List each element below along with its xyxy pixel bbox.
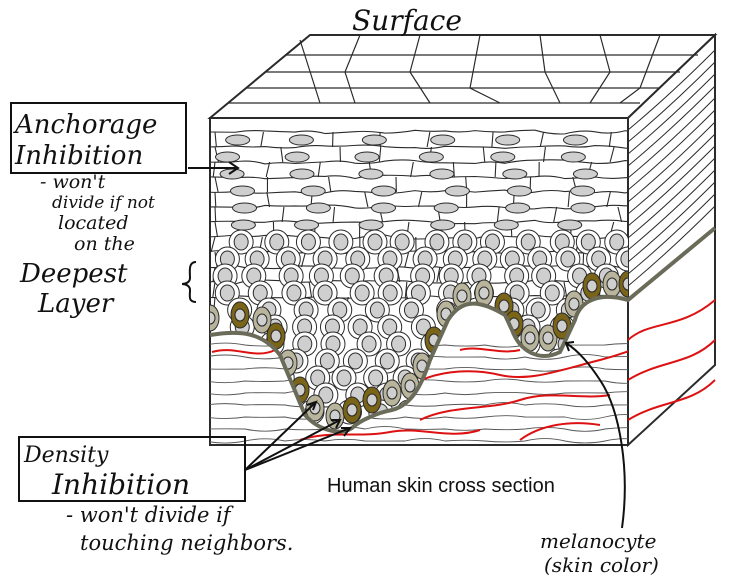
nucleus: [531, 302, 545, 318]
nucleus: [234, 234, 248, 250]
nucleus: [348, 353, 362, 369]
nucleus: [230, 186, 254, 196]
nucleus: [610, 234, 624, 250]
anchorage-desc-2: divide if not: [52, 193, 155, 213]
nucleus: [571, 186, 595, 196]
density-title-2: Inhibition: [51, 468, 190, 501]
nucleus: [233, 203, 257, 213]
nucleus: [563, 135, 587, 145]
deepest-brace: [182, 262, 196, 302]
nucleus: [370, 302, 384, 318]
basal-nucleus: [387, 387, 397, 399]
basal-nucleus: [271, 330, 281, 342]
nucleus: [226, 135, 250, 145]
nucleus: [494, 220, 518, 230]
nucleus: [355, 285, 369, 301]
nucleus: [430, 234, 444, 250]
density-desc-1: - won't divide if: [66, 503, 234, 527]
melanocyte-label-2: (skin color): [544, 553, 659, 577]
nucleus: [496, 135, 520, 145]
basal-nucleus: [205, 312, 215, 324]
basal-nucleus: [543, 332, 553, 344]
nucleus: [287, 285, 301, 301]
nucleus: [301, 186, 325, 196]
basal-nucleus: [587, 280, 597, 292]
deepest-label-2: Layer: [37, 289, 115, 319]
nucleus: [285, 152, 309, 162]
nucleus: [431, 220, 455, 230]
nucleus: [573, 169, 597, 179]
nucleus: [571, 203, 595, 213]
nucleus: [383, 285, 397, 301]
basal-nucleus: [569, 298, 579, 310]
basal-nucleus: [405, 380, 415, 392]
caption: Human skin cross section: [327, 475, 555, 497]
melanocyte-label-1: melanocyte: [540, 529, 656, 553]
nucleus: [491, 152, 515, 162]
basal-nucleus: [479, 287, 489, 299]
basal-nucleus: [457, 290, 467, 302]
nucleus: [220, 285, 234, 301]
nucleus: [337, 370, 351, 386]
nucleus: [430, 169, 454, 179]
basal-nucleus: [607, 278, 617, 290]
anchorage-title-2: Inhibition: [14, 141, 143, 171]
nucleus: [306, 203, 330, 213]
nucleus: [334, 234, 348, 250]
basal-nucleus: [557, 320, 567, 332]
nucleus: [507, 186, 531, 196]
nucleus: [521, 234, 535, 250]
nucleus: [434, 203, 458, 213]
cell-wall: [495, 162, 496, 177]
deepest-label-1: Deepest: [19, 259, 128, 289]
nucleus: [392, 336, 406, 352]
nucleus: [215, 152, 239, 162]
nucleus: [561, 251, 575, 267]
nucleus: [362, 135, 386, 145]
nucleus: [359, 220, 383, 230]
basal-nucleus: [367, 394, 377, 406]
nucleus: [545, 285, 559, 301]
nucleus: [369, 370, 383, 386]
density-desc-2: touching neighbors.: [80, 531, 293, 555]
nucleus: [506, 203, 530, 213]
anchorage-desc-1: - won't: [40, 171, 106, 193]
nucleus: [318, 285, 332, 301]
nucleus: [395, 234, 409, 250]
nucleus: [301, 234, 315, 250]
nucleus: [289, 135, 313, 145]
nucleus: [380, 353, 394, 369]
top-face: [210, 35, 715, 118]
nucleus: [295, 220, 319, 230]
nucleus: [372, 203, 396, 213]
nucleus: [404, 302, 418, 318]
nucleus: [290, 169, 314, 179]
basal-nucleus: [235, 309, 245, 321]
nucleus: [581, 234, 595, 250]
anchorage-desc-3: located: [58, 212, 129, 234]
nucleus: [503, 169, 527, 179]
surface-label: Surface: [352, 4, 462, 37]
nucleus: [445, 186, 469, 196]
nucleus: [372, 186, 396, 196]
density-title-1: Density: [23, 443, 109, 468]
nucleus: [368, 234, 382, 250]
basal-nucleus: [257, 314, 267, 326]
anchorage-desc-4: on the: [74, 233, 135, 255]
nucleus: [558, 220, 582, 230]
nucleus: [561, 152, 585, 162]
anchorage-title-1: Anchorage: [13, 110, 157, 140]
nucleus: [359, 169, 383, 179]
nucleus: [220, 169, 244, 179]
nucleus: [270, 234, 284, 250]
basal-nucleus: [525, 332, 535, 344]
nucleus: [431, 135, 455, 145]
nucleus: [355, 152, 379, 162]
nucleus: [231, 220, 255, 230]
basal-nucleus: [347, 404, 357, 416]
cell-wall: [215, 207, 216, 222]
nucleus: [362, 336, 376, 352]
nucleus: [419, 152, 443, 162]
